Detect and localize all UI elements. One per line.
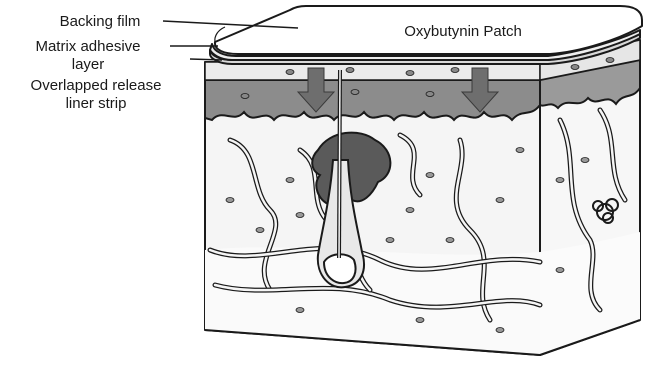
label-release-liner-line2: liner strip bbox=[66, 95, 127, 112]
label-matrix-adhesive-line1: Matrix adhesive bbox=[35, 38, 140, 55]
label-release-liner-line1: Overlapped release bbox=[31, 77, 162, 94]
labels: Backing film Matrix adhesive layer Overl… bbox=[31, 13, 162, 112]
label-backing-film: Backing film bbox=[60, 13, 141, 30]
patch-title: Oxybutynin Patch bbox=[404, 23, 522, 40]
label-matrix-adhesive-line2: layer bbox=[72, 56, 105, 73]
